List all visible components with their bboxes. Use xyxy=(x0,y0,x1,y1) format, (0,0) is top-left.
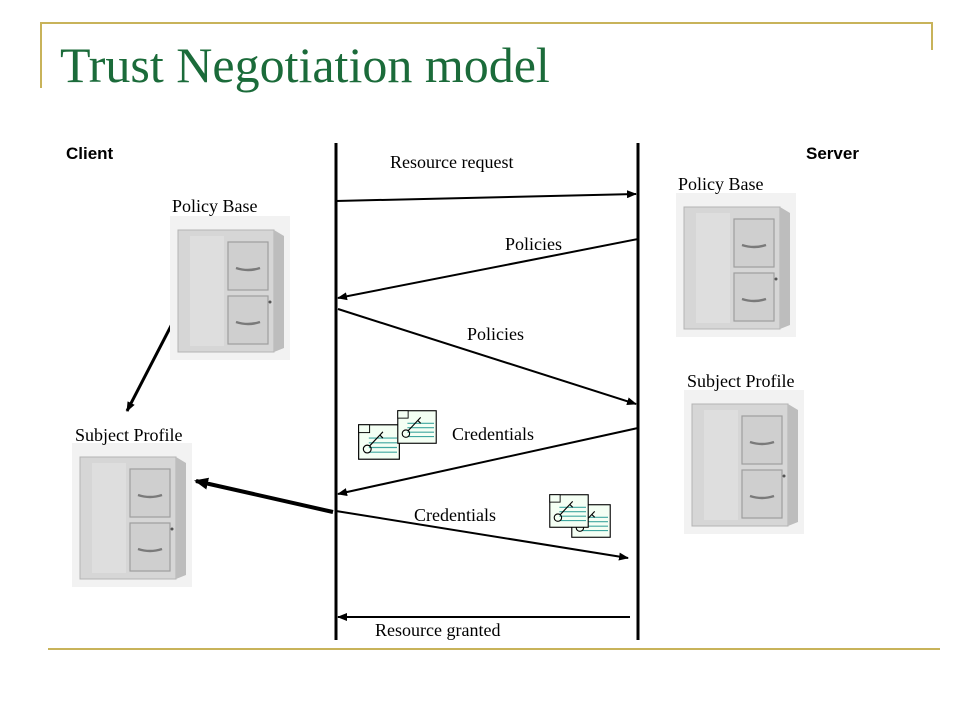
client-actor-label: Client xyxy=(66,144,114,163)
policies-request-arrow xyxy=(337,308,637,406)
client-policy-base-cabinet-icon xyxy=(170,216,290,360)
page-title: Trust Negotiation model xyxy=(60,37,550,93)
server-policy-base-cabinet-icon xyxy=(676,193,796,337)
frame-left-rule xyxy=(40,22,42,88)
credentials-response-arrow xyxy=(337,427,639,496)
frame-right-rule xyxy=(931,22,933,50)
message-label: Resource granted xyxy=(375,620,501,640)
message-label: Credentials xyxy=(414,505,496,525)
client-subject-profile-cabinet-icon xyxy=(72,443,192,587)
client-policy-base-label: Policy Base xyxy=(172,196,258,216)
server-subject-profile-cabinet-icon xyxy=(684,390,804,534)
server-actor-label: Server xyxy=(806,144,859,163)
message-label: Credentials xyxy=(452,424,534,444)
resource-request-arrow xyxy=(335,190,637,202)
message-label: Policies xyxy=(467,324,524,344)
frame-bottom-rule xyxy=(48,648,940,650)
credential-card-icon xyxy=(397,410,437,444)
policies-response-arrow xyxy=(337,238,639,301)
policy-to-profile-arrow xyxy=(125,323,174,412)
server-subject-profile-label: Subject Profile xyxy=(687,371,795,391)
server-policy-base-label: Policy Base xyxy=(678,174,764,194)
credentials-request-arrow xyxy=(335,510,629,561)
credential-card-icon xyxy=(549,494,589,528)
credentials-to-profile-arrow xyxy=(194,477,334,514)
credential-card-icon xyxy=(357,424,401,460)
message-label: Resource request xyxy=(390,152,514,172)
message-label: Policies xyxy=(505,234,562,254)
frame-top-rule xyxy=(40,22,932,24)
client-subject-profile-label: Subject Profile xyxy=(75,425,183,445)
